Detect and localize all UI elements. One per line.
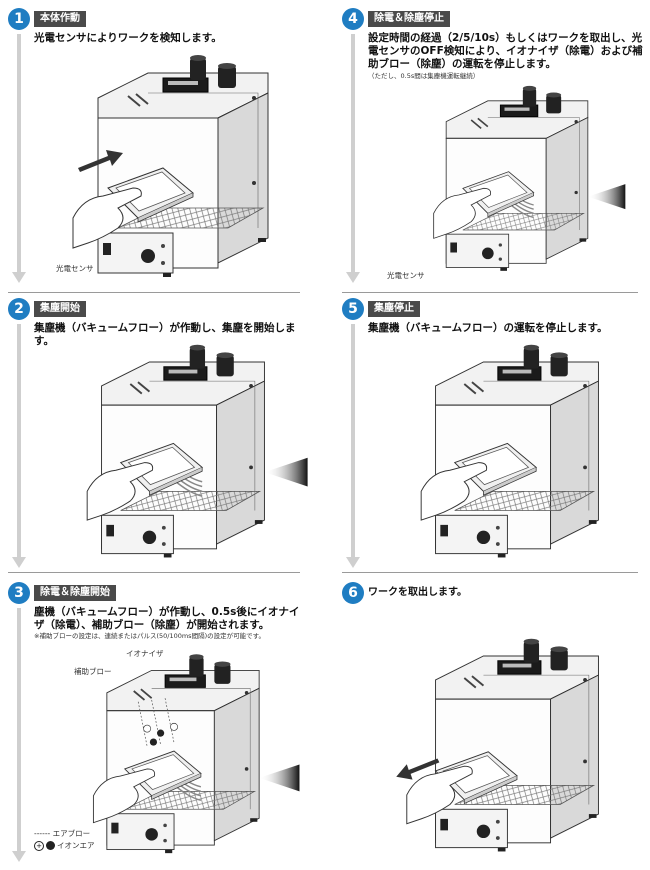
step-note: （ただし、0.5s間は集塵機運転継続）: [368, 72, 480, 80]
step-number: 2: [8, 298, 30, 320]
step-description: 光電センサによりワークを検知します。: [34, 32, 222, 44]
plus-ion-icon: +: [34, 840, 44, 851]
machine-illustration: [433, 85, 626, 272]
insert-arrow-icon: [78, 150, 123, 172]
step-description: 塵機（バキュームフロー）が作動し、0.5s後にイオナイザ（除電）、補助ブロー（除…: [34, 606, 300, 631]
legend-ion-air: + イオンエア: [34, 840, 95, 851]
step-title: 除電＆除塵開始: [34, 585, 116, 601]
exhaust-flow-icon: [264, 457, 308, 487]
row-divider-2-right: [342, 572, 638, 573]
step-5: 5 集塵停止 集塵機（バキュームフロー）の運転を停止します。: [342, 298, 647, 578]
legend-air-blow: ------ エアブロー: [34, 829, 91, 838]
machine-illustration: [72, 54, 269, 278]
step-title: 本体作動: [34, 11, 86, 27]
row-divider-1-left: [8, 292, 300, 293]
step-note: ※補助ブローの設定は、連続またはパルス(50/100ms間隔)の設定が可能です。: [34, 632, 265, 640]
legend-ion-label: イオンエア: [57, 841, 95, 850]
minus-ion-icon: [46, 841, 55, 850]
machine-illustration: [92, 653, 300, 855]
ionizer-label: イオナイザ: [126, 649, 164, 658]
blow-label: 補助ブロー: [74, 667, 112, 676]
step-description: 設定時間の経過（2/5/10s）もしくはワークを取出し、光電センサのOFF検知に…: [368, 32, 643, 70]
step-title: ワークを取出します。: [368, 587, 467, 598]
step-description: 集塵機（バキュームフロー）が作動し、集塵を開始します。: [34, 322, 296, 347]
step-number: 1: [8, 8, 30, 30]
machine-illustration: [420, 343, 600, 559]
step-description: 集塵機（バキュームフロー）の運転を停止します。: [368, 322, 608, 334]
step-number: 4: [342, 8, 364, 30]
timeline-arrow: [346, 324, 360, 569]
sensor-label: 光電センサ: [56, 264, 94, 273]
step-3: 3 除電＆除塵開始 塵機（バキュームフロー）が作動し、0.5s後にイオナイザ（除…: [8, 582, 313, 867]
withdraw-arrow-icon: [396, 758, 440, 780]
machine-illustration: [86, 343, 308, 559]
timeline-arrow: [12, 324, 26, 569]
step-2: 2 集塵開始 集塵機（バキュームフロー）が作動し、集塵を開始します。: [8, 298, 313, 578]
timeline-arrow: [12, 608, 26, 863]
exhaust-flow-icon: [587, 184, 626, 210]
step-4: 4 除電＆除塵停止 設定時間の経過（2/5/10s）もしくはワークを取出し、光電…: [342, 8, 647, 288]
step-number: 3: [8, 582, 30, 604]
step-number: 6: [342, 582, 364, 604]
timeline-arrow: [12, 34, 26, 284]
step-number: 5: [342, 298, 364, 320]
step-1: 1 本体作動 光電センサによりワークを検知します。 光電センサ: [8, 8, 313, 288]
ion-air-icon: [137, 698, 178, 747]
row-divider-2-left: [8, 572, 300, 573]
step-title: 集塵停止: [368, 301, 420, 317]
step-title: 除電＆除塵停止: [368, 11, 450, 27]
row-divider-1-right: [342, 292, 638, 293]
step-6: 6 ワークを取出します。: [342, 582, 647, 867]
step-title: 集塵開始: [34, 301, 86, 317]
exhaust-flow-icon: [259, 764, 300, 792]
sensor-label: 光電センサ: [387, 271, 425, 280]
timeline-arrow: [346, 34, 360, 284]
machine-illustration: [396, 637, 600, 853]
